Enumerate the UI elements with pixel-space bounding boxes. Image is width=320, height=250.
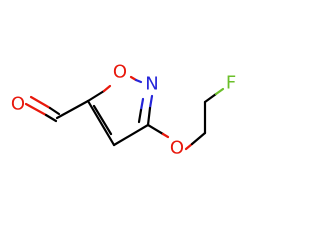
ring-c3-c4-bond	[112, 123, 150, 147]
ring-nitrogen-label: N	[145, 74, 158, 95]
ch2-f-bond-c	[203, 92, 218, 104]
aldehyde-co-double-bond-inner	[29, 95, 52, 110]
ether-o-ch2-bond-c	[190, 131, 207, 146]
ring-c4-c5-double-inner	[92, 104, 113, 136]
ring-oxygen-label: O	[113, 62, 127, 83]
aldehyde-oxygen-label: O	[11, 94, 25, 115]
structure-canvas: O O N O F	[10, 61, 237, 159]
ring-o1-n2-bond-n	[134, 78, 143, 84]
aldehyde-co-double-bond-outer-c	[44, 113, 58, 123]
ring-c4-c5-bond	[86, 99, 116, 147]
ether-oxygen-label: O	[170, 138, 184, 159]
aldehyde-c-to-ring-bond	[55, 99, 90, 120]
ring-n2-c3-bond-c	[146, 106, 152, 127]
ring-n2-c3-double-inner-n	[139, 97, 145, 112]
ch2-f-bond-f	[214, 87, 225, 96]
fluorine-label: F	[226, 73, 236, 94]
ring-n2-c3-bond-n	[148, 94, 154, 110]
aldehyde-co-double-bond-outer	[24, 102, 48, 117]
c3-ether-o-bond-c	[146, 123, 165, 136]
ring-c5-o1-bond-o	[102, 84, 112, 93]
c3-ether-o-bond-o	[161, 132, 170, 139]
ring-c5-o1-bond-c	[86, 89, 106, 103]
molecule-drawing: O O N O F	[11, 62, 236, 159]
ether-o-ch2-bond-o	[184, 142, 194, 151]
aldehyde-co-double-bond-inner-c	[48, 106, 61, 116]
ring-n2-c3-double-inner-c	[137, 108, 143, 124]
